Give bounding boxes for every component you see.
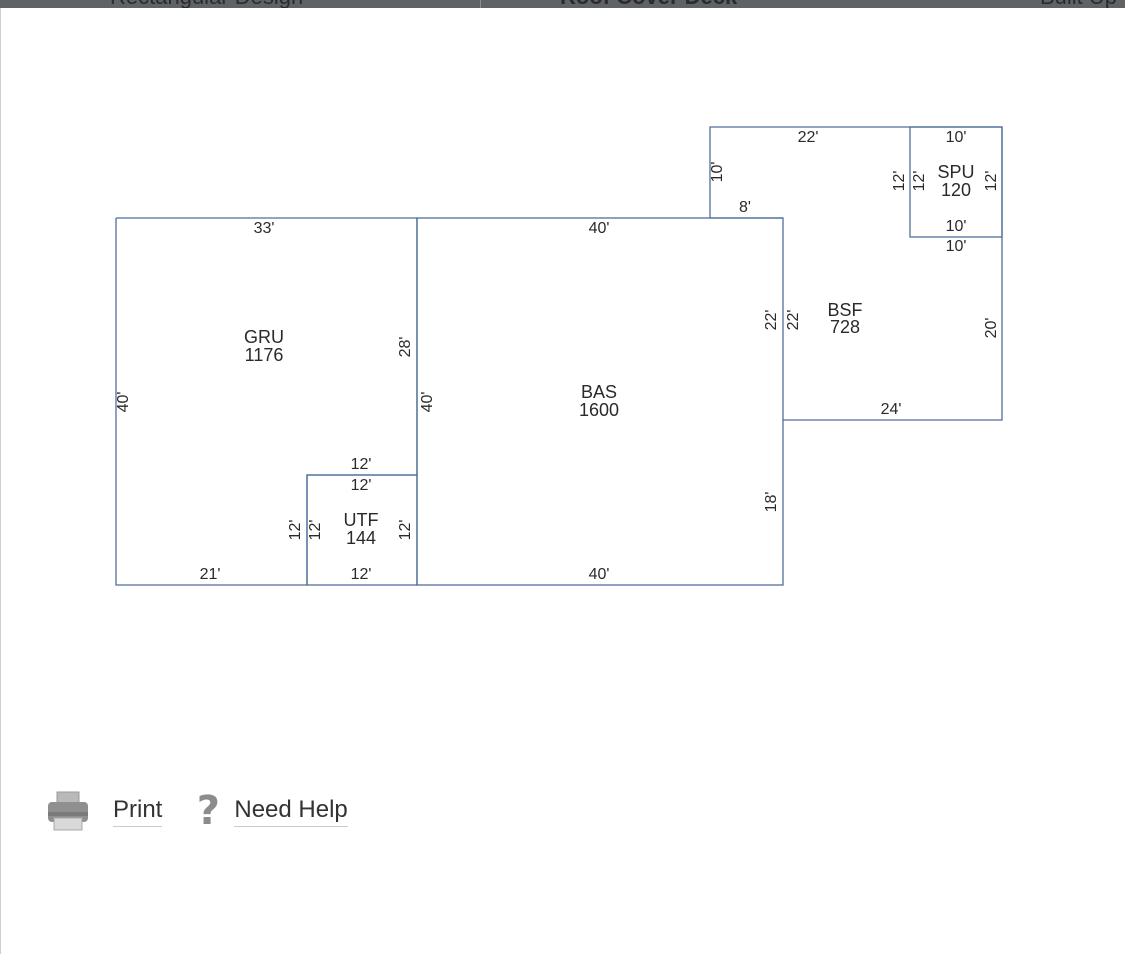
- dimension-labels: 33' 21' 12' 12' 12' 40' 40' 22' 8' 24' 1…: [115, 129, 1000, 583]
- area-code-gru: GRU: [244, 327, 284, 347]
- dimension-label: 18': [763, 492, 780, 513]
- dimension-label: 10': [946, 129, 967, 146]
- printer-icon: [45, 788, 91, 834]
- dimension-label: 12': [351, 477, 372, 494]
- header-column-design: Rectangular Design: [110, 0, 303, 8]
- dimension-label: 22': [785, 310, 802, 331]
- bsf-outline: [709, 126, 1003, 421]
- print-label: Print: [113, 796, 163, 827]
- area-code-bas: BAS: [581, 382, 617, 402]
- header-strip: Rectangular Design Roof Cover Deck Built…: [0, 0, 1125, 8]
- dimension-label: 21': [200, 566, 221, 583]
- area-size-gru: 1176: [245, 345, 284, 365]
- bas-outline: [416, 217, 784, 586]
- dimension-label: 10': [946, 218, 967, 235]
- sketch-walls: [115, 126, 1003, 586]
- panel-border: [0, 8, 1, 954]
- dimension-label: 12': [911, 171, 928, 192]
- dimension-label: 33': [254, 220, 275, 237]
- dimension-label: 20': [983, 318, 1000, 339]
- dimension-label: 12': [351, 566, 372, 583]
- area-code-utf: UTF: [344, 510, 379, 530]
- area-size-bsf: 728: [830, 317, 860, 337]
- dimension-label: 10': [709, 162, 726, 183]
- need-help-label: Need Help: [234, 796, 348, 827]
- dimension-label: 8': [739, 199, 751, 216]
- area-code-spu: SPU: [937, 162, 974, 182]
- dimension-label: 40': [115, 392, 132, 413]
- dimension-label: 22': [763, 310, 780, 331]
- print-button[interactable]: Print: [45, 788, 163, 834]
- dimension-label: 12': [983, 171, 1000, 192]
- question-mark-icon: ?: [196, 788, 220, 834]
- dimension-label: 12': [891, 171, 908, 192]
- area-code-bsf: BSF: [827, 300, 862, 320]
- dimension-label: 40': [589, 566, 610, 583]
- dimension-label: 12': [397, 520, 414, 541]
- dimension-label: 12': [307, 520, 324, 541]
- area-size-bas: 1600: [579, 400, 619, 420]
- spu-outline: [909, 126, 1003, 238]
- header-column-roof: Roof Cover Deck: [560, 0, 737, 8]
- area-labels: GRU 1176 BAS 1600 UTF 144 BSF 728 SPU 12…: [244, 162, 975, 548]
- header-divider: [480, 0, 481, 8]
- dimension-label: 22': [798, 129, 819, 146]
- dimension-label: 40': [419, 392, 436, 413]
- need-help-link[interactable]: ? Need Help: [162, 788, 348, 834]
- dimension-label: 28': [397, 337, 414, 358]
- area-size-utf: 144: [346, 528, 376, 548]
- footer-actions: Print ? Need Help: [45, 786, 348, 836]
- dimension-label: 24': [881, 401, 902, 418]
- header-column-built: Built Up: [1040, 0, 1117, 8]
- dimension-label: 10': [946, 238, 967, 255]
- area-size-spu: 120: [941, 180, 971, 200]
- dimension-label: 12': [287, 520, 304, 541]
- dimension-label: 40': [589, 220, 610, 237]
- dimension-label: 12': [351, 456, 372, 473]
